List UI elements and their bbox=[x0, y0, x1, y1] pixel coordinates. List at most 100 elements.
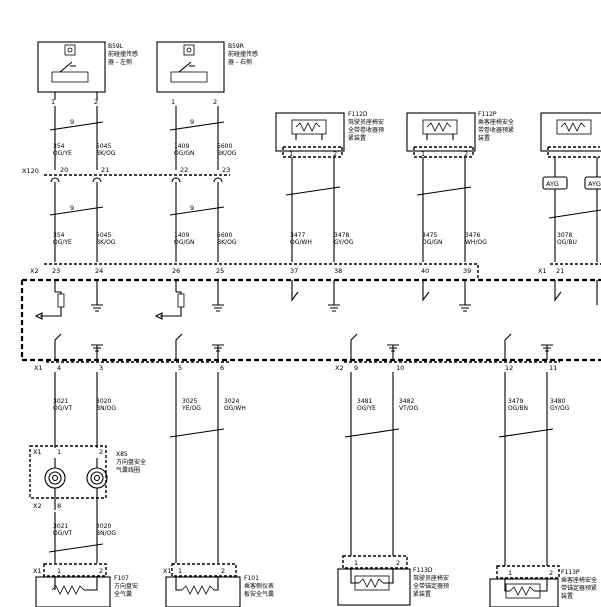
wire-color: VT/OG bbox=[399, 405, 419, 412]
connector-label: X1 bbox=[34, 364, 43, 372]
wire-number: 3481 bbox=[357, 398, 372, 405]
airbag-f107: X1 1 2 F107 方向盘安 全气囊 bbox=[33, 563, 138, 607]
device-name: 乘客座椅安全 bbox=[561, 576, 597, 584]
wire-color: BK/OG bbox=[217, 239, 237, 246]
device-id: F112D bbox=[348, 111, 368, 118]
airbag-module-outline bbox=[20, 278, 601, 362]
wire-number: 3078 bbox=[557, 232, 572, 239]
pin-label: 8 bbox=[57, 502, 61, 510]
connector-label: X1 bbox=[538, 267, 547, 275]
pin-label: 21 bbox=[556, 267, 564, 275]
connector-label: X2 bbox=[335, 364, 344, 372]
device-name: 装置 bbox=[478, 134, 490, 142]
device-name: 全带锚定器预 bbox=[413, 582, 449, 590]
pin-label: 5 bbox=[178, 364, 182, 372]
pin-label: 2 bbox=[333, 150, 337, 158]
wire-color: OG/YE bbox=[53, 239, 72, 246]
device-id: F101 bbox=[244, 575, 259, 582]
pin-label: 1 bbox=[421, 150, 425, 158]
pin-label: 2 bbox=[464, 150, 468, 158]
pin-label: 2 bbox=[99, 448, 103, 456]
device-name: 乘客座椅安全 bbox=[478, 118, 514, 126]
pin-label: 2 bbox=[549, 569, 553, 577]
pin-label: 25 bbox=[216, 267, 224, 275]
wire-number: 3479 bbox=[508, 398, 523, 405]
pretensioner-f112d: F112D 驾驶员座椅安 全带卷收器预 紧装置 1 2 bbox=[275, 111, 384, 158]
connector-x1-lower: X1 4 3 5 6 bbox=[34, 361, 230, 372]
pin-label: 23 bbox=[52, 267, 60, 275]
wire-color: OG/BU bbox=[557, 239, 577, 246]
device-id: F113D bbox=[413, 567, 433, 574]
pin-label: 1 bbox=[289, 150, 293, 158]
pin-label: 2 bbox=[99, 567, 103, 575]
wire-color: OG/VT bbox=[53, 405, 72, 412]
pin-label: 1 bbox=[57, 567, 61, 575]
device-id: F107 bbox=[114, 575, 129, 582]
device-name: 带卷收器预紧 bbox=[478, 126, 514, 134]
pin-label: 2 bbox=[221, 567, 225, 575]
connector-label: X120 bbox=[22, 167, 39, 175]
connector-label: X1 bbox=[33, 448, 42, 456]
wire-color: OG/BN bbox=[508, 405, 528, 412]
sensor-name: 器 - 右侧 bbox=[228, 58, 252, 66]
pin-label: 2 bbox=[94, 98, 98, 106]
pin-label: 21 bbox=[101, 166, 109, 174]
wire-color: OG/WH bbox=[224, 405, 246, 412]
sensor-id: B59R bbox=[228, 43, 244, 50]
sensor-b59l: B59L 前碰撞传感 器 - 左侧 1 2 bbox=[37, 41, 138, 106]
pin-label: 6 bbox=[220, 364, 224, 372]
wire-number: 3021 bbox=[53, 398, 68, 405]
wire-number: 3025 bbox=[182, 398, 197, 405]
wire-number: 3020 bbox=[96, 398, 111, 405]
device-id: F112P bbox=[478, 111, 497, 118]
sensor-name: 器 - 左侧 bbox=[108, 58, 132, 66]
sensor-wire-labels-b: 354 OG/YE 5045 BK/OG 1409 OG/GN 5600 BK/… bbox=[53, 232, 237, 246]
wire-number: 5600 bbox=[217, 143, 232, 150]
pin-label: 1 bbox=[508, 569, 512, 577]
pin-label: 4 bbox=[57, 364, 61, 372]
pin-label: 9 bbox=[354, 364, 358, 372]
pin-label: 20 bbox=[60, 166, 68, 174]
wire-number: 1409 bbox=[174, 143, 189, 150]
device-name: 方向盘安全 bbox=[116, 458, 146, 466]
wire-number: 3482 bbox=[399, 398, 414, 405]
pin-label: 24 bbox=[95, 267, 103, 275]
wire-color: GY/OG bbox=[334, 239, 354, 246]
connector-label: X1 bbox=[163, 567, 172, 575]
wire-number: 3476 bbox=[465, 232, 480, 239]
device-name: 乘客侧仪表 bbox=[244, 582, 274, 590]
device-partial-right: AYG AYG 3078 OG/BU bbox=[540, 112, 601, 262]
pretensioner-f113p: 1 2 F113P 乘客座椅安全 带锚定器预紧 装置 bbox=[489, 565, 597, 607]
airbag-f101: X1 1 2 F101 乘客侧仪表 板安全气囊 bbox=[163, 563, 274, 607]
pin-label: 22 bbox=[180, 166, 188, 174]
pin-label: 1 bbox=[178, 567, 182, 575]
wire-number: 354 bbox=[53, 143, 65, 150]
sensor-b59r: B59R 前碰撞传感 器 - 右侧 1 2 bbox=[156, 41, 258, 106]
pin-label: 12 bbox=[505, 364, 513, 372]
wire-color: OG/YE bbox=[53, 150, 72, 157]
wire-color: BK/OG bbox=[96, 150, 116, 157]
wire-number: 5600 bbox=[217, 232, 232, 239]
pin-label: 37 bbox=[290, 267, 298, 275]
clock-spring-x85: X1 1 2 X85 方向盘安全 气囊线圈 X2 8 3021 OG/VT 30… bbox=[29, 445, 146, 563]
wire-color: OG/WH bbox=[290, 239, 312, 246]
wire-color: YE/OG bbox=[181, 405, 201, 412]
sensor-id: B59L bbox=[108, 43, 124, 50]
pretensioner-f113d: 1 2 F113D 驾驶员座椅安 全带锚定器预 紧装置 bbox=[337, 555, 449, 606]
device-id: X85 bbox=[116, 451, 128, 458]
wire-number: 3480 bbox=[550, 398, 565, 405]
device-name: 装置 bbox=[561, 592, 573, 600]
connector-label: X2 bbox=[33, 502, 42, 510]
connector-x2-top: X2 23 24 26 25 37 38 40 39 X1 21 bbox=[30, 263, 601, 278]
wire-color: OG/GN bbox=[174, 239, 195, 246]
device-name: 驾驶员座椅安 bbox=[413, 574, 449, 582]
device-name: 带锚定器预紧 bbox=[561, 584, 597, 592]
wire-color: OG/GN bbox=[174, 150, 195, 157]
sensor-name: 前碰撞传感 bbox=[108, 50, 138, 58]
twist-count: 9 bbox=[190, 118, 194, 126]
device-name: 气囊线圈 bbox=[116, 466, 140, 474]
wire-number: 1409 bbox=[174, 232, 189, 239]
wire-color: BK/OG bbox=[96, 239, 116, 246]
wire-color: OG/VT bbox=[53, 530, 72, 537]
